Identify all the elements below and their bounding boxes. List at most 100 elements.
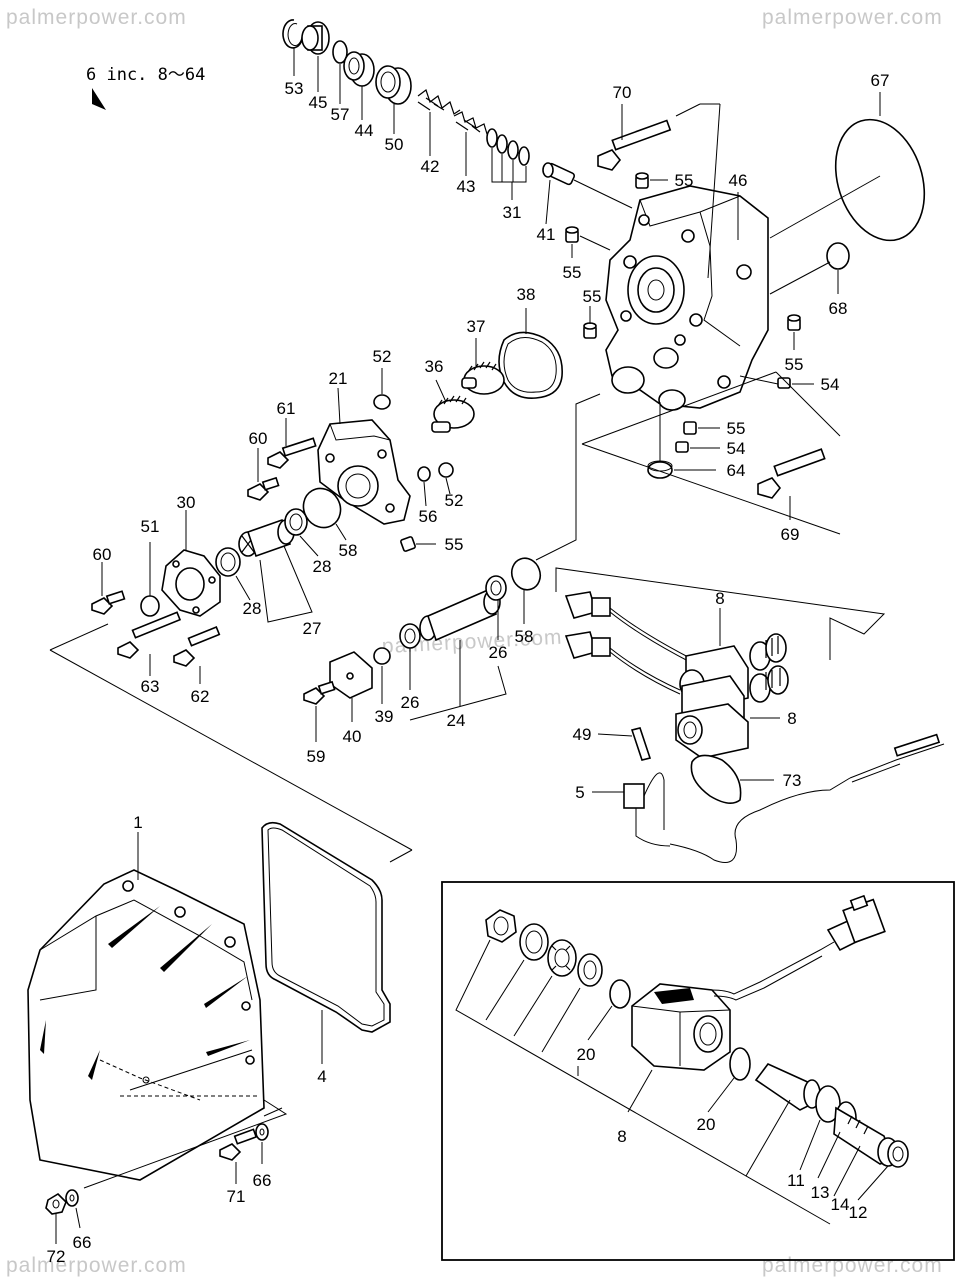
callout-14: 14 xyxy=(831,1195,850,1214)
part-54-plug-a xyxy=(777,377,791,389)
callout-72: 72 xyxy=(47,1247,66,1266)
callout-55-d: 55 xyxy=(785,355,804,374)
part-4-gasket xyxy=(261,821,391,1033)
callout-53: 53 xyxy=(285,79,304,98)
part-55-plug-c xyxy=(583,322,597,339)
part-43-spring xyxy=(453,111,494,135)
inset-o-ring-upper xyxy=(609,979,631,1009)
callout-52-a: 52 xyxy=(373,347,392,366)
part-36-gear xyxy=(431,395,475,433)
part-60-bolt-b xyxy=(91,590,126,615)
part-31-shims xyxy=(486,128,530,166)
callout-43: 43 xyxy=(457,177,476,196)
callout-20-b: 20 xyxy=(697,1115,716,1134)
part-37-gear xyxy=(461,361,505,395)
callout-55-b: 55 xyxy=(563,263,582,282)
callout-12: 12 xyxy=(849,1203,868,1222)
part-57-o-ring xyxy=(332,40,348,64)
assembly-note: 6 inc. 8～64 xyxy=(86,65,205,85)
callout-5: 5 xyxy=(575,783,584,802)
callout-66-b: 66 xyxy=(73,1233,92,1252)
callout-30: 30 xyxy=(177,493,196,512)
callout-38: 38 xyxy=(517,285,536,304)
part-55-plug-a xyxy=(635,172,649,189)
callout-68: 68 xyxy=(829,299,848,318)
callout-44: 44 xyxy=(355,121,374,140)
callout-62: 62 xyxy=(191,687,210,706)
callout-70: 70 xyxy=(613,83,632,102)
inset-coil xyxy=(631,894,886,1071)
callout-60-b: 60 xyxy=(93,545,112,564)
callout-26-a: 26 xyxy=(401,693,420,712)
callout-8-a: 8 xyxy=(715,589,724,608)
part-51-o-ring xyxy=(140,595,160,617)
part-49-clip xyxy=(630,727,652,761)
callout-46: 46 xyxy=(729,171,748,190)
part-71-bolt xyxy=(219,1128,258,1161)
callout-55-f: 55 xyxy=(445,535,464,554)
callout-71: 71 xyxy=(227,1187,246,1206)
callout-61: 61 xyxy=(277,399,296,418)
callout-42: 42 xyxy=(421,157,440,176)
part-46-valve-body xyxy=(605,185,769,411)
callout-26-b: 26 xyxy=(489,643,508,662)
callout-8-b: 8 xyxy=(787,709,796,728)
part-21-cover xyxy=(317,419,411,525)
inset-nut xyxy=(485,909,517,943)
callout-20-a: 20 xyxy=(577,1045,596,1064)
callout-54-a: 54 xyxy=(821,375,840,394)
part-55-plug-e xyxy=(683,421,697,435)
callout-36: 36 xyxy=(425,357,444,376)
part-73-band xyxy=(690,754,742,804)
part-28-seal-a xyxy=(215,547,241,577)
part-55-plug-f xyxy=(400,536,416,552)
watermark-bottom-right: palmerpower.com xyxy=(762,1254,943,1277)
callout-28-a: 28 xyxy=(243,599,262,618)
callout-73: 73 xyxy=(783,771,802,790)
callout-51: 51 xyxy=(141,517,160,536)
part-66-washer-b xyxy=(65,1189,79,1207)
part-42-spring xyxy=(417,89,461,115)
part-44-spring-seat xyxy=(343,51,375,87)
part-50-sleeve xyxy=(375,65,412,105)
callout-50: 50 xyxy=(385,135,404,154)
callout-45: 45 xyxy=(309,93,328,112)
part-27-strainer xyxy=(238,518,295,558)
callout-52-b: 52 xyxy=(445,491,464,510)
callout-63: 63 xyxy=(141,677,160,696)
part-30-cover xyxy=(161,549,221,617)
watermark-bottom-left: palmerpower.com xyxy=(6,1254,187,1277)
callout-58-b: 58 xyxy=(515,627,534,646)
part-63-bolt xyxy=(117,611,182,659)
callout-21: 21 xyxy=(329,369,348,388)
part-26-seal-a xyxy=(399,623,421,649)
callout-31: 31 xyxy=(503,203,522,222)
part-58-o-ring-b xyxy=(510,557,542,591)
callout-57: 57 xyxy=(331,105,350,124)
part-28-seal-b xyxy=(284,508,308,536)
part-67-o-ring xyxy=(834,118,926,242)
part-52-pin-a xyxy=(373,394,391,410)
part-39-pin xyxy=(373,647,391,665)
part-61-bolt xyxy=(267,437,317,469)
watermark-top-left: palmerpower.com xyxy=(6,6,187,29)
callout-55-c: 55 xyxy=(583,287,602,306)
callout-40: 40 xyxy=(343,727,362,746)
part-1-housing xyxy=(27,869,265,1181)
callout-49: 49 xyxy=(573,725,592,744)
callout-41: 41 xyxy=(537,225,556,244)
callout-66-a: 66 xyxy=(253,1171,272,1190)
watermark-top-right: palmerpower.com xyxy=(762,6,943,29)
part-59-bolt xyxy=(303,680,336,705)
callout-37: 37 xyxy=(467,317,486,336)
part-26-seal-b xyxy=(485,575,507,601)
part-56-o-ring xyxy=(417,466,431,482)
part-55-plug-b xyxy=(565,226,579,243)
part-55-plug-d xyxy=(787,314,801,331)
part-53-snap-ring xyxy=(282,19,303,49)
part-52-pin-b xyxy=(438,462,454,478)
callout-13: 13 xyxy=(811,1183,830,1202)
part-62-bolt xyxy=(173,626,221,667)
callout-8-c: 8 xyxy=(617,1127,626,1146)
